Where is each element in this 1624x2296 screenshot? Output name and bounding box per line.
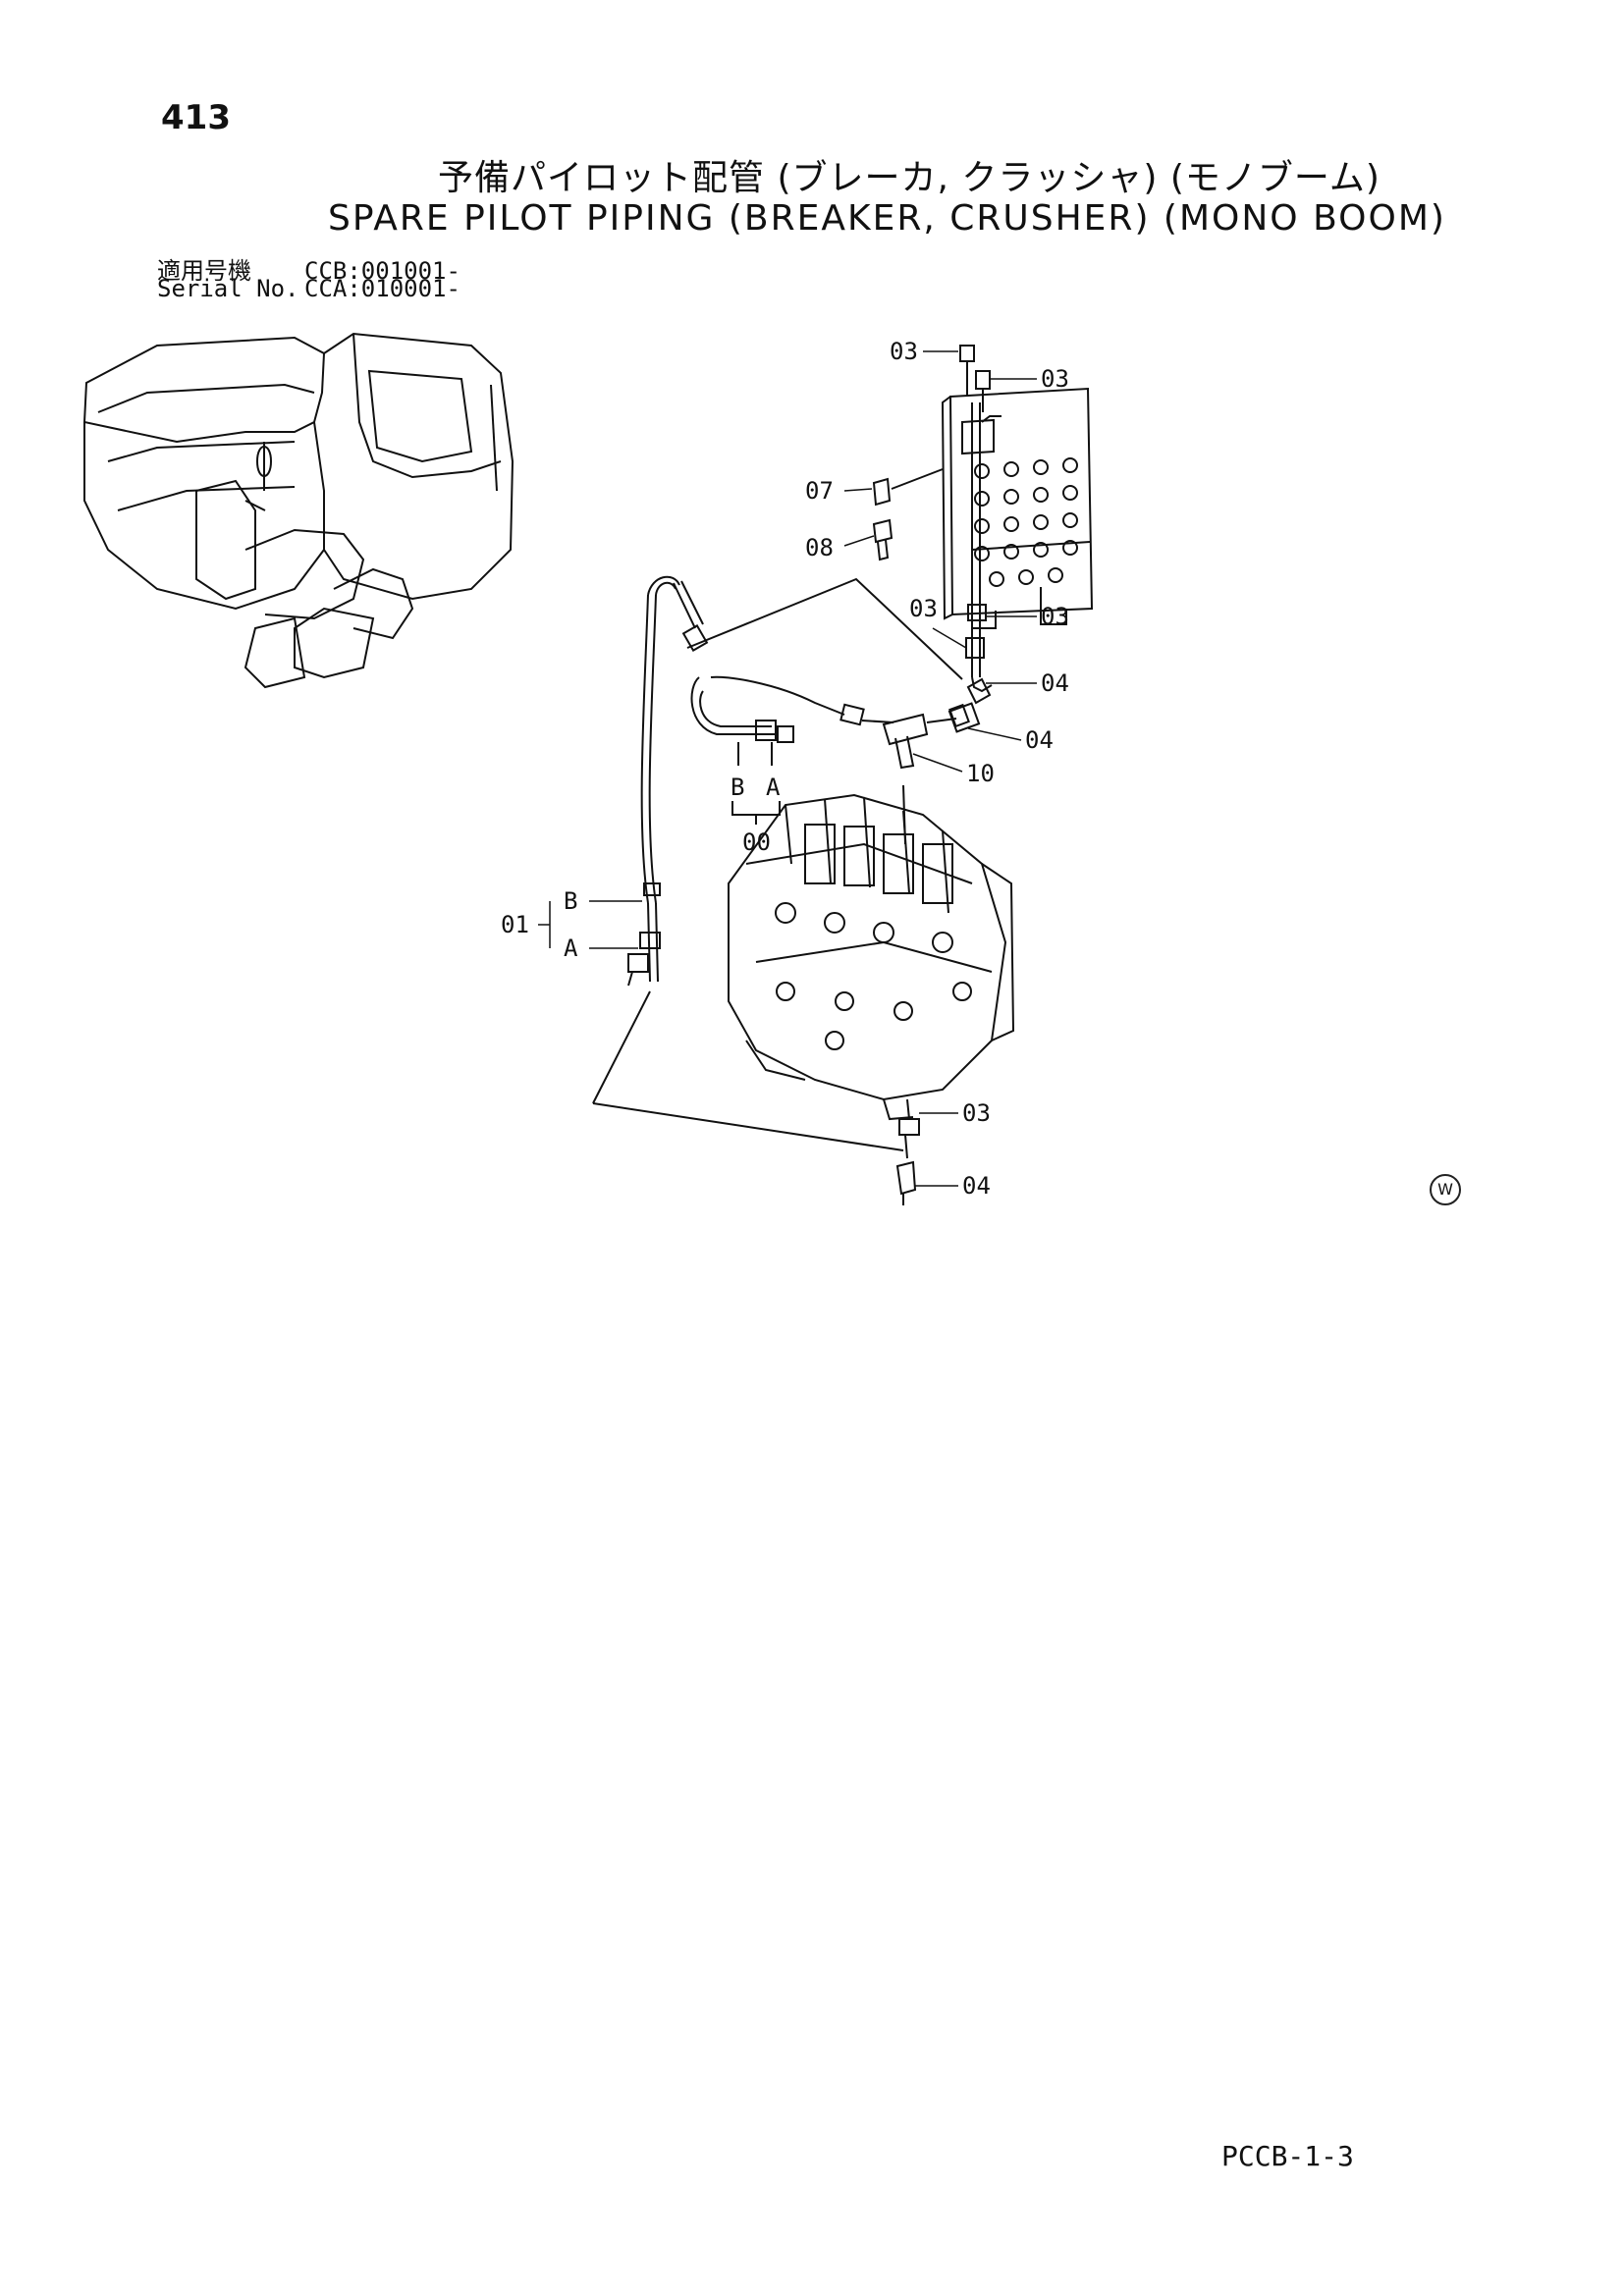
callout-04: 04: [962, 1172, 991, 1200]
page-number: 413: [161, 98, 231, 137]
fittings-bottom: [895, 1098, 920, 1205]
callout-03: 03: [909, 595, 938, 622]
callout-07: 07: [805, 477, 834, 505]
hose-middle: [690, 675, 894, 743]
callout-00: 00: [742, 828, 771, 856]
serial-row: 適用号機 CCB:001001-: [157, 251, 460, 286]
serial-row: Serial No.CCA:010001-: [157, 275, 460, 302]
callout-leaders: [538, 350, 1037, 1187]
document-code: PCCB-1-3: [1221, 2140, 1354, 2172]
valve-pipe: [948, 402, 993, 728]
callout-labels: 03 03 07 08 03 03 04 04 10 B A 00 B 01 A…: [501, 338, 1069, 1200]
excavator-overview-illustration: [82, 332, 514, 689]
callout-01: 01: [501, 911, 529, 938]
callout-b: B: [731, 774, 744, 801]
serial-label: Serial No.: [157, 275, 299, 302]
callout-b: B: [564, 887, 577, 915]
callout-10: 10: [966, 760, 995, 787]
fittings-top: [959, 345, 991, 412]
leader-lines: [592, 577, 963, 1151]
serial-label: 適用号機: [157, 257, 251, 285]
hose-left: [627, 575, 709, 987]
callout-a: A: [766, 774, 781, 801]
pilot-valve-block: [941, 387, 1094, 629]
callout-03: 03: [1041, 365, 1069, 393]
callout-03: 03: [962, 1099, 991, 1127]
serial-value: CCB:001001-: [304, 257, 460, 285]
fittings-07-08: [872, 468, 944, 561]
callout-03: 03: [890, 338, 918, 365]
leader-lines-00: [731, 742, 781, 825]
watermark-logo: W: [1430, 1174, 1461, 1205]
title-english: SPARE PILOT PIPING (BREAKER, CRUSHER) (M…: [328, 198, 1446, 239]
callout-03: 03: [1041, 603, 1069, 630]
title-japanese: 予備パイロット配管 (ブレーカ, クラッシャ) (モノブーム): [438, 158, 1380, 198]
callout-04: 04: [1025, 726, 1054, 754]
tee-fitting-10: [882, 702, 981, 770]
callout-04: 04: [1041, 669, 1069, 697]
main-control-valve: [728, 784, 1015, 1121]
callout-a: A: [564, 934, 578, 962]
callout-08: 08: [805, 534, 834, 561]
serial-value: CCA:010001-: [304, 275, 460, 302]
